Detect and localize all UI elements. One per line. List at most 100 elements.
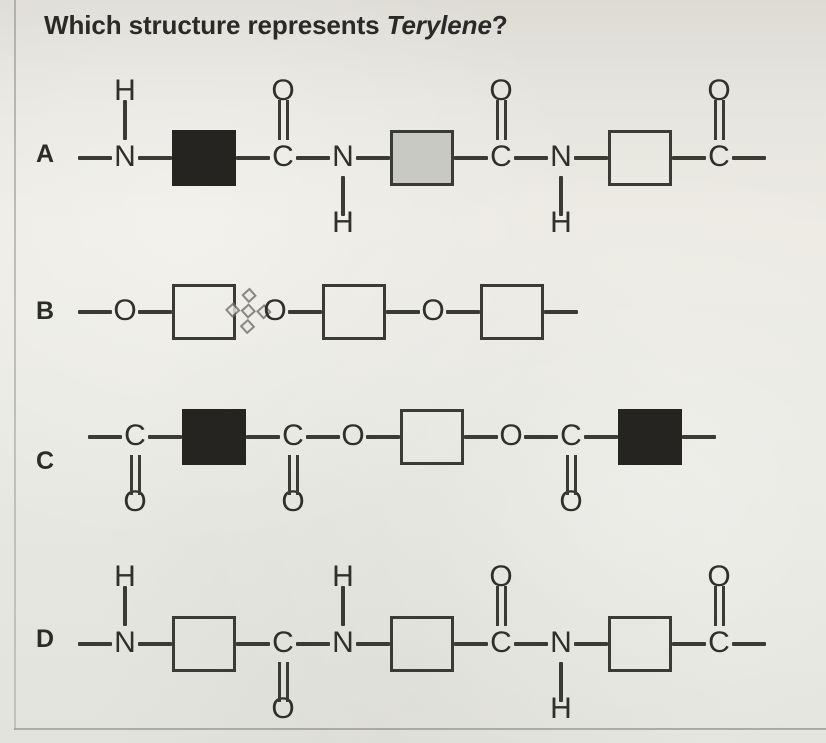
page-bottom-rule	[14, 728, 826, 730]
bond	[559, 662, 563, 702]
question-term: Terylene	[386, 10, 492, 40]
bond	[356, 642, 390, 646]
page-title: Which structure represents Terylene?	[44, 10, 508, 41]
page-gutter-rule	[14, 0, 16, 730]
branch-atom-h: H	[114, 74, 136, 107]
atom-o: O	[421, 294, 445, 327]
branch-atom-h: H	[332, 560, 354, 593]
atom-n: N	[114, 140, 136, 173]
branch-atom-o: O	[489, 560, 513, 593]
bond	[574, 642, 608, 646]
branch-atom-o: O	[123, 485, 147, 518]
branch-atom-h: H	[550, 692, 572, 725]
double-bond	[565, 455, 577, 495]
bond	[78, 642, 112, 646]
bond	[236, 642, 270, 646]
bond	[288, 310, 322, 314]
bond	[544, 310, 578, 314]
branch-atom-o: O	[489, 74, 513, 107]
repeat-unit-box-black	[618, 409, 682, 465]
option-letter-d: D	[36, 625, 55, 653]
bond	[454, 642, 488, 646]
repeat-unit-box-white	[400, 409, 464, 465]
atom-c: C	[490, 626, 512, 659]
bond	[306, 435, 340, 439]
atom-n: N	[332, 626, 354, 659]
question-prefix: Which structure represents	[44, 10, 387, 40]
bond	[559, 176, 563, 216]
branch-atom-o: O	[281, 485, 305, 518]
bond	[123, 100, 127, 140]
bond	[138, 156, 172, 160]
branch-atom-h: H	[332, 206, 354, 239]
bond	[464, 435, 498, 439]
double-bond	[495, 100, 507, 140]
bond	[138, 642, 172, 646]
atom-c: C	[708, 626, 730, 659]
atom-o: O	[499, 419, 523, 452]
branch-atom-o: O	[271, 692, 295, 725]
bond	[296, 156, 330, 160]
bond	[88, 435, 122, 439]
bond	[584, 435, 618, 439]
repeat-unit-box-grey	[390, 130, 454, 186]
repeat-unit-box-white	[172, 616, 236, 672]
option-letter-b: B	[36, 297, 55, 325]
bond	[732, 642, 766, 646]
bond	[78, 310, 112, 314]
bond	[574, 156, 608, 160]
double-bond	[713, 586, 725, 626]
bond	[524, 435, 558, 439]
repeat-unit-box-white	[390, 616, 454, 672]
bond	[514, 156, 548, 160]
bond	[454, 156, 488, 160]
repeat-unit-box-white	[608, 130, 672, 186]
option-letter-a: A	[36, 140, 55, 168]
atom-c: C	[708, 140, 730, 173]
branch-atom-o: O	[707, 74, 731, 107]
double-bond	[277, 662, 289, 702]
bond	[148, 435, 182, 439]
bond	[138, 310, 172, 314]
double-bond	[287, 455, 299, 495]
bond	[341, 176, 345, 216]
branch-atom-o: O	[271, 74, 295, 107]
bond	[296, 642, 330, 646]
bond	[446, 310, 480, 314]
repeat-unit-box-white	[608, 616, 672, 672]
bond	[732, 156, 766, 160]
atom-n: N	[114, 626, 136, 659]
bond	[514, 642, 548, 646]
double-bond	[277, 100, 289, 140]
atom-c: C	[272, 626, 294, 659]
repeat-unit-box-black	[172, 130, 236, 186]
bond	[672, 156, 706, 160]
branch-atom-o: O	[707, 560, 731, 593]
bond	[246, 435, 280, 439]
bond	[682, 435, 716, 439]
atom-n: N	[550, 626, 572, 659]
bond	[236, 156, 270, 160]
atom-o: O	[341, 419, 365, 452]
atom-n: N	[332, 140, 354, 173]
double-bond	[713, 100, 725, 140]
bond	[672, 642, 706, 646]
atom-c: C	[490, 140, 512, 173]
repeat-unit-box-white	[480, 284, 544, 340]
bond	[356, 156, 390, 160]
double-bond	[495, 586, 507, 626]
bond	[386, 310, 420, 314]
branch-atom-h: H	[550, 206, 572, 239]
atom-c: C	[282, 419, 304, 452]
bond	[366, 435, 400, 439]
atom-c: C	[560, 419, 582, 452]
atom-c: C	[272, 140, 294, 173]
branch-atom-o: O	[559, 485, 583, 518]
atom-n: N	[550, 140, 572, 173]
bond	[341, 586, 345, 626]
question-suffix: ?	[491, 10, 508, 40]
bond	[78, 156, 112, 160]
atom-o: O	[263, 294, 287, 327]
atom-o: O	[113, 294, 137, 327]
